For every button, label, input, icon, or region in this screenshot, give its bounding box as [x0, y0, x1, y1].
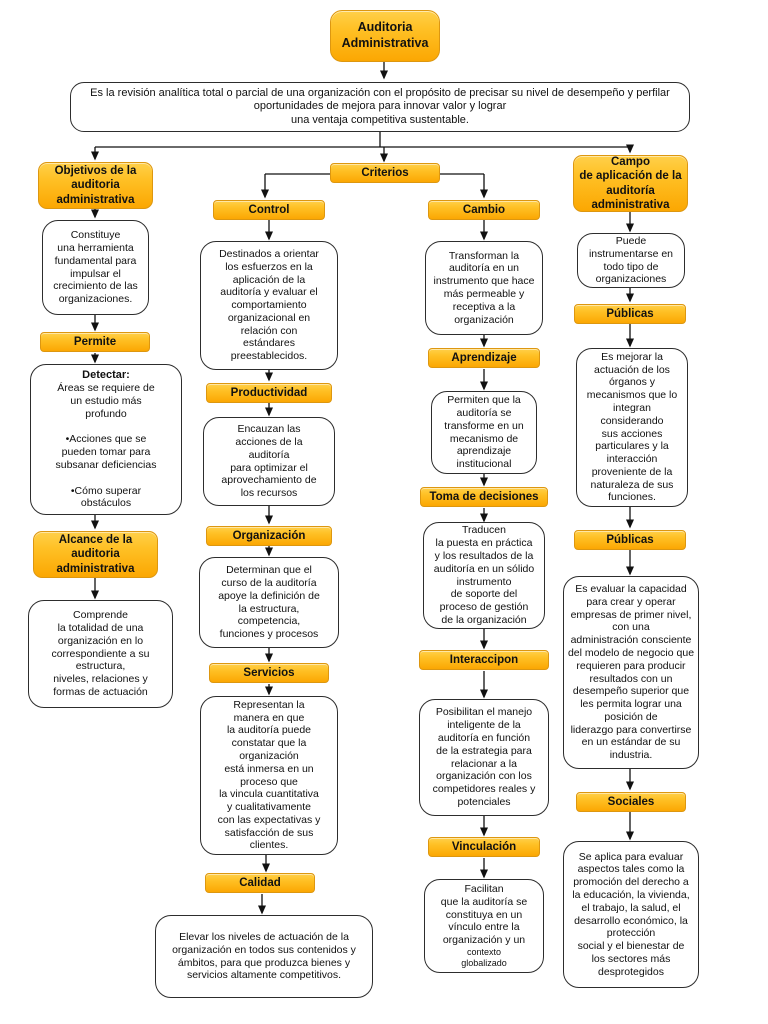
node-alcance-header: Alcance de la auditoria administrativa: [33, 531, 158, 578]
node-puede: Puede instrumentarse en todo tipo de org…: [577, 233, 685, 288]
facilitan-small: contexto globalizado: [461, 947, 507, 968]
node-traducen: Traducen la puesta en práctica y los res…: [423, 522, 545, 629]
node-calidad-label: Calidad: [205, 873, 315, 893]
node-toma-decisiones-label: Toma de decisiones: [420, 487, 548, 507]
facilitan-main: Facilitan que la auditoría se constituya…: [440, 883, 528, 947]
node-campo-header: Campo de aplicación de la auditoría admi…: [573, 155, 688, 212]
node-publicas1-label: Públicas: [574, 304, 686, 324]
node-es-evaluar: Es evaluar la capacidad para crear y ope…: [563, 576, 699, 769]
node-es-mejorar: Es mejorar la actuación de los órganos y…: [576, 348, 688, 507]
node-determinan: Determinan que el curso de la auditoría …: [199, 557, 339, 648]
node-comprende: Comprende la totalidad de una organizaci…: [28, 600, 173, 708]
node-auditoria-administrativa: Auditoria Administrativa: [330, 10, 440, 62]
node-organizacion-label: Organización: [206, 526, 332, 546]
node-se-aplica: Se aplica para evaluar aspectos tales co…: [563, 841, 699, 988]
node-vinculacion-label: Vinculación: [428, 837, 540, 857]
node-control-label: Control: [213, 200, 325, 220]
node-publicas2-label: Públicas: [574, 530, 686, 550]
node-permite-label: Permite: [40, 332, 150, 352]
node-encauzan: Encauzan las acciones de la auditoría pa…: [203, 417, 335, 506]
node-constituye: Constituye una herramienta fundamental p…: [42, 220, 149, 315]
node-definition: Es la revisión analítica total o parcial…: [70, 82, 690, 132]
node-representan: Representan la manera en que la auditorí…: [200, 696, 338, 855]
node-permiten: Permiten que la auditoría se transforme …: [431, 391, 537, 474]
node-aprendizaje-label: Aprendizaje: [428, 348, 540, 368]
detectar-title: Detectar:: [82, 368, 130, 381]
node-criterios-label: Criterios: [330, 163, 440, 183]
node-sociales-label: Sociales: [576, 792, 686, 812]
node-facilitan: Facilitan que la auditoría se constituya…: [424, 879, 544, 973]
node-posibilitan: Posibilitan el manejo inteligente de la …: [419, 699, 549, 816]
node-interaccipon-label: Interaccipon: [419, 650, 549, 670]
node-objetivos-header: Objetivos de la auditoria administrativa: [38, 162, 153, 209]
node-cambio-label: Cambio: [428, 200, 540, 220]
detectar-body: Áreas se requiere de un estudio más prof…: [55, 382, 157, 510]
node-destinados: Destinados a orientar los esfuerzos en l…: [200, 241, 338, 370]
node-elevar: Elevar los niveles de actuación de la or…: [155, 915, 373, 998]
node-productividad-label: Productividad: [206, 383, 332, 403]
node-detectar: Detectar: Áreas se requiere de un estudi…: [30, 364, 182, 515]
node-transforman: Transforman la auditoría en un instrumen…: [425, 241, 543, 335]
node-servicios-label: Servicios: [209, 663, 329, 683]
